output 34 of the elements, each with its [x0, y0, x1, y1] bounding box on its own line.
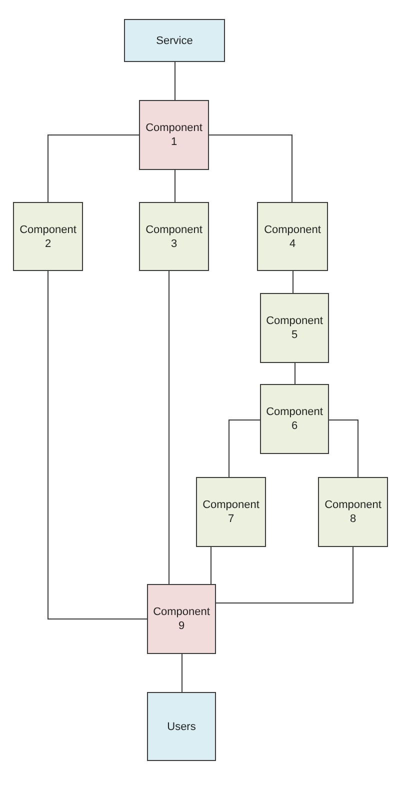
connector-line	[210, 546, 212, 584]
process-box	[260, 384, 329, 454]
node-label: Service	[156, 34, 193, 48]
process-box	[13, 202, 83, 271]
node-label: Component 7	[202, 498, 260, 526]
node-label: Component 1	[144, 121, 204, 149]
process-box	[257, 202, 328, 271]
node-label: Component 4	[263, 222, 322, 250]
connector-line	[328, 420, 358, 478]
connector-line	[208, 134, 292, 202]
connector-line	[228, 420, 260, 478]
process-box	[260, 293, 329, 363]
node-label: Component 2	[18, 222, 78, 250]
process-box	[147, 692, 216, 761]
process-box	[124, 19, 225, 62]
node-label: Component 9	[152, 605, 211, 633]
connector-line	[174, 170, 176, 202]
process-box	[318, 477, 388, 547]
node-label: Component 8	[324, 498, 382, 526]
node-label: Component 5	[265, 314, 324, 342]
connector-line	[294, 362, 296, 384]
connector-line	[48, 270, 148, 620]
node-label: Component 3	[144, 222, 204, 250]
connector-line	[216, 546, 354, 604]
connector-line	[168, 270, 170, 584]
connector-line	[48, 134, 140, 202]
connector-line	[174, 62, 176, 100]
connector-line	[292, 270, 294, 294]
node-label: Users	[167, 720, 196, 734]
process-box	[196, 477, 266, 547]
process-box	[147, 584, 216, 654]
node-label: Component 6	[265, 405, 324, 433]
process-box	[139, 202, 209, 271]
process-box	[139, 100, 209, 170]
